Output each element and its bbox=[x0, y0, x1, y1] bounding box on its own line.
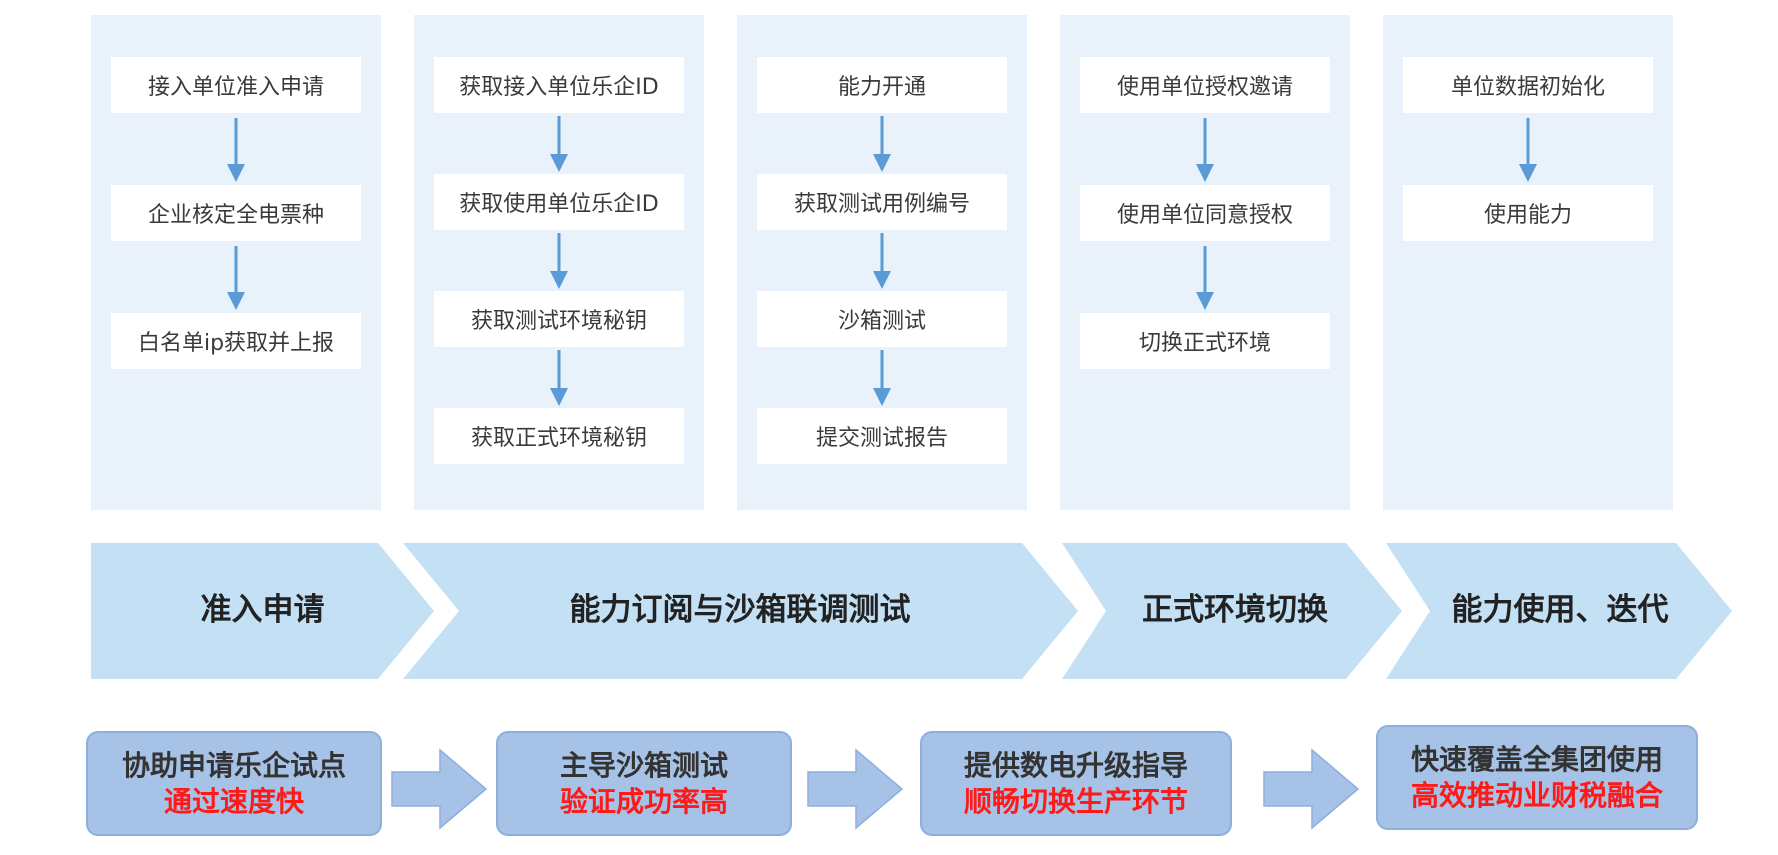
phase-chevron-production-switch bbox=[1062, 543, 1402, 679]
down-arrow-icon bbox=[873, 350, 891, 406]
down-arrow-icon bbox=[550, 233, 568, 289]
step-box: 提交测试报告 bbox=[757, 408, 1007, 464]
phase-chevron-subscribe-sandbox bbox=[403, 543, 1078, 679]
step-box: 切换正式环境 bbox=[1080, 313, 1330, 369]
benefit-highlight: 高效推动业财税融合 bbox=[1410, 778, 1663, 812]
stage-column-production-switch: 使用单位授权邀请 使用单位同意授权 切换正式环境 bbox=[1060, 15, 1350, 510]
phase-label: 准入申请 bbox=[200, 592, 325, 628]
step-box: 能力开通 bbox=[757, 57, 1007, 113]
stage-column-id-keys: 获取接入单位乐企ID 获取使用单位乐企ID 获取测试环境秘钥 获取正式环境秘钥 bbox=[414, 15, 704, 510]
benefit-title: 快速覆盖全集团使用 bbox=[1410, 742, 1663, 776]
phase-chevron-band bbox=[91, 543, 1732, 679]
down-arrow-icon bbox=[227, 246, 245, 310]
phase-label: 能力订阅与沙箱联调测试 bbox=[569, 592, 911, 628]
right-arrow-icon bbox=[807, 748, 904, 830]
stage-column-admission: 接入单位准入申请 企业核定全电票种 白名单ip获取并上报 bbox=[91, 15, 381, 510]
step-box: 使用单位同意授权 bbox=[1080, 185, 1330, 241]
step-box: 获取使用单位乐企ID bbox=[434, 174, 684, 230]
benefit-box: 协助申请乐企试点 通过速度快 bbox=[86, 731, 382, 836]
down-arrow-icon bbox=[550, 116, 568, 172]
phase-chevron-admission bbox=[91, 543, 434, 679]
step-box: 单位数据初始化 bbox=[1403, 57, 1653, 113]
benefit-box: 快速覆盖全集团使用 高效推动业财税融合 bbox=[1376, 725, 1698, 830]
phase-label: 能力使用、迭代 bbox=[1451, 592, 1669, 628]
benefit-highlight: 验证成功率高 bbox=[559, 784, 728, 818]
step-box: 使用能力 bbox=[1403, 185, 1653, 241]
down-arrow-icon bbox=[1196, 118, 1214, 182]
benefit-highlight: 顺畅切换生产环节 bbox=[963, 784, 1188, 818]
step-box: 白名单ip获取并上报 bbox=[111, 313, 361, 369]
step-box: 使用单位授权邀请 bbox=[1080, 57, 1330, 113]
step-box: 获取测试环境秘钥 bbox=[434, 291, 684, 347]
benefit-title: 提供数电升级指导 bbox=[963, 748, 1188, 782]
step-box: 接入单位准入申请 bbox=[111, 57, 361, 113]
down-arrow-icon bbox=[1196, 246, 1214, 310]
stage-column-sandbox: 能力开通 获取测试用例编号 沙箱测试 提交测试报告 bbox=[737, 15, 1027, 510]
stage-column-usage: 单位数据初始化 使用能力 bbox=[1383, 15, 1673, 510]
down-arrow-icon bbox=[1519, 118, 1537, 182]
right-arrow-icon bbox=[1263, 748, 1360, 830]
benefit-title: 协助申请乐企试点 bbox=[121, 748, 346, 782]
benefit-title: 主导沙箱测试 bbox=[559, 748, 728, 782]
step-box: 沙箱测试 bbox=[757, 291, 1007, 347]
step-box: 获取接入单位乐企ID bbox=[434, 57, 684, 113]
down-arrow-icon bbox=[227, 118, 245, 182]
right-arrow-icon bbox=[391, 748, 488, 830]
down-arrow-icon bbox=[873, 116, 891, 172]
benefit-box: 提供数电升级指导 顺畅切换生产环节 bbox=[920, 731, 1232, 836]
step-box: 获取正式环境秘钥 bbox=[434, 408, 684, 464]
step-box: 企业核定全电票种 bbox=[111, 185, 361, 241]
phase-label: 正式环境切换 bbox=[1142, 592, 1328, 628]
benefit-highlight: 通过速度快 bbox=[163, 784, 304, 818]
down-arrow-icon bbox=[873, 233, 891, 289]
phase-chevron-usage bbox=[1386, 543, 1732, 679]
benefit-box: 主导沙箱测试 验证成功率高 bbox=[496, 731, 792, 836]
step-box: 获取测试用例编号 bbox=[757, 174, 1007, 230]
down-arrow-icon bbox=[550, 350, 568, 406]
